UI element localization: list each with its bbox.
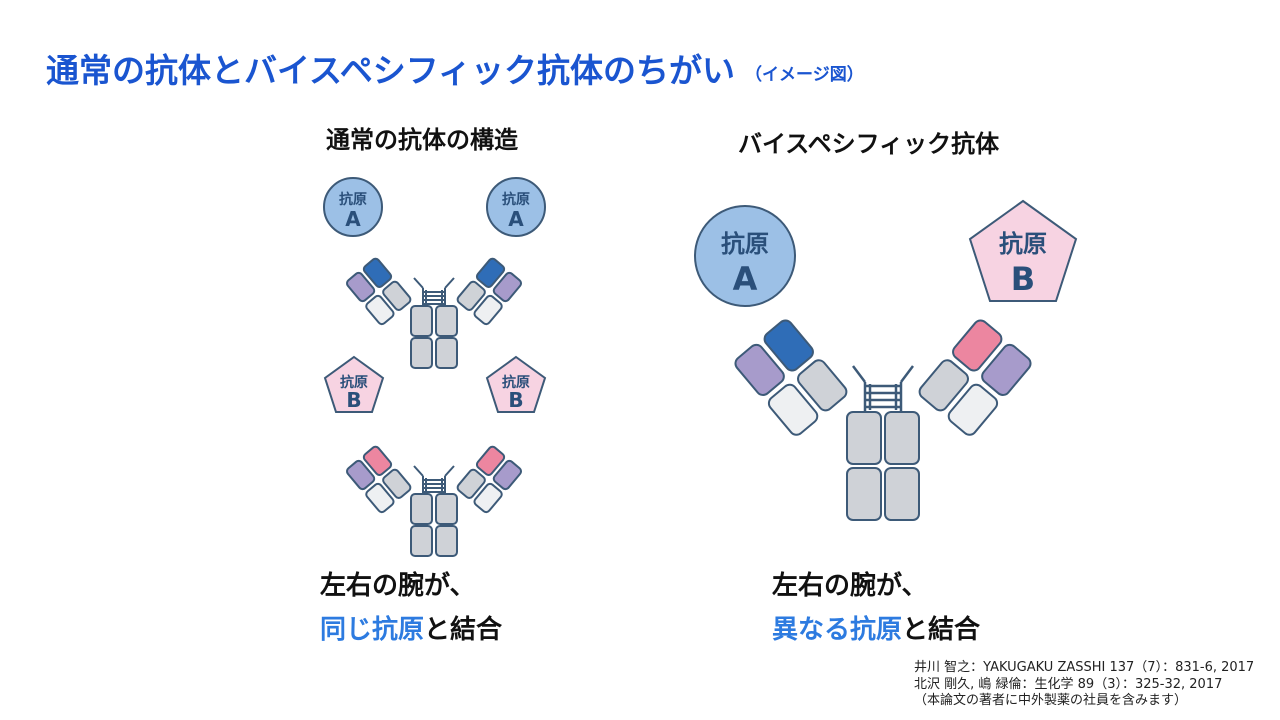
bispecific-caption-highlight: 異なる抗原 <box>772 615 903 645</box>
reference-2: 北沢 剛久, 嶋 緑倫：生化学 89（3）：325-32, 2017 <box>914 676 1223 692</box>
slide-title-text: 通常の抗体とバイスペシフィック抗体のちがい <box>46 51 736 90</box>
slide-title: 通常の抗体とバイスペシフィック抗体のちがい （イメージ図） <box>46 44 864 92</box>
antigen-b-letter-bispecific: B <box>1011 260 1035 298</box>
bispecific-caption-rest: と結合 <box>902 615 981 645</box>
antigen-a-label-top-left: 抗原 <box>339 191 367 208</box>
normal-antibody-a <box>346 257 522 369</box>
antigen-a-circle-top-left <box>323 177 383 237</box>
antigen-b-pentagon-bottom-right <box>485 355 547 413</box>
antigen-a-letter-bispecific: A <box>733 260 758 298</box>
antigen-b-label-bispecific: 抗原 <box>999 230 1047 258</box>
slide-title-note: （イメージ図） <box>745 65 864 85</box>
antigen-b-label-bottom-right: 抗原 <box>502 374 530 391</box>
antigen-b-pentagon-bispecific <box>968 199 1078 302</box>
bispecific-antibody <box>734 319 1032 521</box>
normal-caption-highlight: 同じ抗原 <box>320 615 425 645</box>
normal-antibody-heading: 通常の抗体の構造 <box>326 126 518 154</box>
antigen-b-pentagon-bottom-left <box>323 355 385 413</box>
antigen-a-circle-top-right <box>486 177 546 237</box>
normal-caption-line1: 左右の腕が、 <box>320 571 476 601</box>
antigen-a-label-bispecific: 抗原 <box>721 230 769 258</box>
bispecific-caption-line2: 異なる抗原と結合 <box>772 608 980 652</box>
normal-caption-line2: 同じ抗原と結合 <box>320 608 502 652</box>
references: 井川 智之：YAKUGAKU ZASSHI 137（7）：831-6, 2017… <box>914 660 1254 710</box>
bispecific-antibody-caption: 左右の腕が、 異なる抗原と結合 <box>772 564 980 652</box>
bispecific-antibody-heading: バイスペシフィック抗体 <box>738 130 1000 158</box>
reference-1: 井川 智之：YAKUGAKU ZASSHI 137（7）：831-6, 2017 <box>914 660 1255 675</box>
antigen-b-letter-bottom-right: B <box>508 388 523 412</box>
bispecific-caption-line1: 左右の腕が、 <box>772 571 928 601</box>
antigen-a-label-top-right: 抗原 <box>502 191 530 208</box>
antigen-a-circle-bispecific <box>694 205 796 307</box>
antigen-b-letter-bottom-left: B <box>346 388 361 412</box>
antigen-b-label-bottom-left: 抗原 <box>340 374 368 391</box>
normal-antibody-b <box>346 445 522 557</box>
normal-caption-rest: と結合 <box>424 615 503 645</box>
antigen-a-letter-top-right: A <box>508 207 524 231</box>
reference-note: （本論文の著者に中外製薬の社員を含みます） <box>914 693 1188 708</box>
normal-antibody-caption: 左右の腕が、 同じ抗原と結合 <box>320 564 502 652</box>
antigen-a-letter-top-left: A <box>345 207 361 231</box>
